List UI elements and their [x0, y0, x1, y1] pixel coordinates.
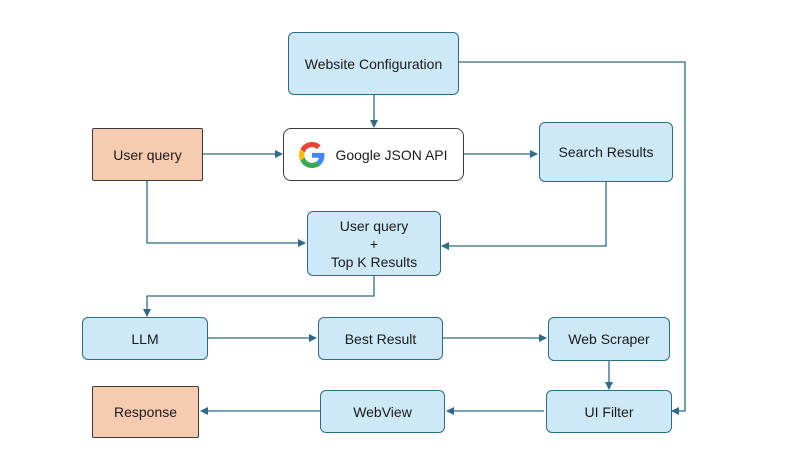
- website-configuration-label: Website Configuration: [304, 55, 443, 72]
- combined-line-plus: +: [369, 235, 379, 252]
- best-result-label: Best Result: [344, 330, 417, 347]
- webview-box: WebView: [320, 390, 445, 433]
- search-results-label: Search Results: [558, 144, 654, 160]
- combined-line-topk: Top K Results: [330, 253, 418, 270]
- search-results-box: Search Results: [539, 122, 673, 182]
- combined-query-results-box: User query + Top K Results: [307, 211, 441, 276]
- response-label: Response: [113, 404, 178, 420]
- google-json-api-box: Google JSON API: [283, 128, 464, 181]
- best-result-box: Best Result: [318, 317, 443, 360]
- ui-filter-label: UI Filter: [584, 403, 634, 420]
- user-query-label: User query: [113, 146, 182, 163]
- google-json-api-label: Google JSON API: [335, 146, 448, 163]
- webview-label: WebView: [353, 403, 412, 420]
- llm-box: LLM: [82, 317, 208, 360]
- arrow-config-to-uifilter: [459, 61, 686, 415]
- web-scraper-label: Web Scraper: [568, 331, 650, 347]
- combined-line-user-query: User query: [339, 217, 409, 234]
- google-logo-icon: [299, 141, 325, 168]
- arrow-combined-to-llm: [143, 276, 375, 317]
- website-configuration-box: Website Configuration: [288, 32, 459, 95]
- arrow-searchresults-to-combined: [441, 182, 607, 250]
- arrow-userquery-to-combined: [146, 181, 306, 247]
- response-box: Response: [92, 386, 199, 438]
- web-scraper-box: Web Scraper: [548, 317, 670, 361]
- llm-label: LLM: [131, 330, 159, 347]
- ui-filter-box: UI Filter: [546, 390, 672, 433]
- user-query-box: User query: [92, 128, 203, 181]
